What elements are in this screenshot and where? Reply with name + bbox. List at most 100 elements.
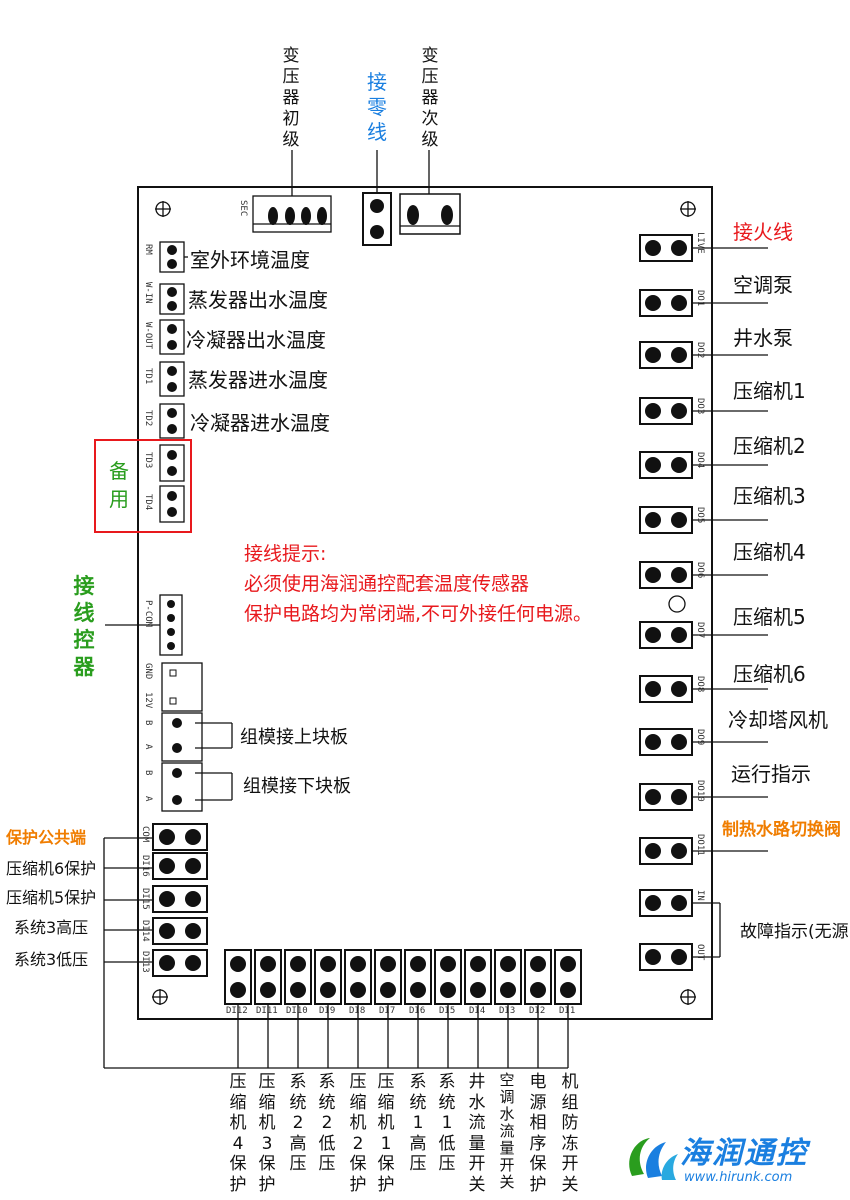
bottom-pin-di4: DI4 (469, 1006, 486, 1016)
fault-indicator-label: 故障指示(无源) (740, 922, 850, 942)
output-label-live: 接火线 (733, 220, 793, 244)
output-label-comp4: 压缩机4 (733, 540, 806, 564)
bottom-label-di11: 压 缩 机 3 保 护 (258, 1072, 276, 1195)
sensor-pin-rm: RM (143, 244, 153, 255)
output-pin-do6: DO6 (695, 562, 705, 579)
transformer-primary-label: 变 压 器 初 级 (282, 46, 300, 150)
module-pin-gnd: GND (143, 663, 153, 680)
output-pin-do7: DO7 (695, 622, 705, 639)
wiring-tip-sensor: 必须使用海润通控配套温度传感器 (244, 573, 530, 595)
protect-label-comp5: 压缩机5保护 (6, 888, 97, 907)
bottom-pin-di12: DI12 (226, 1006, 248, 1016)
sensor-label-cond-out-temp: 冷凝器出水温度 (186, 328, 326, 352)
bottom-label-di2: 电 源 相 序 保 护 (529, 1072, 547, 1195)
bottom-pin-di8: DI8 (349, 1006, 366, 1016)
module-pin-a-lower: A (143, 796, 153, 802)
protect-pin-di14: DI14 (140, 920, 150, 942)
bottom-label-di12: 压 缩 机 4 保 护 (229, 1072, 247, 1195)
sec-pin-label: SEC (238, 200, 248, 217)
bottom-pin-di10: DI10 (286, 1006, 308, 1016)
bottom-label-di8: 压 缩 机 2 保 护 (349, 1072, 367, 1195)
bottom-pin-di9: DI9 (319, 1006, 336, 1016)
sensor-label-evap-out-temp: 蒸发器出水温度 (188, 288, 328, 312)
output-pin-do9: DO9 (695, 729, 705, 746)
output-label-comp1: 压缩机1 (733, 379, 806, 403)
sensor-pin-td1: TD1 (143, 368, 153, 385)
output-pin-do8: DO8 (695, 676, 705, 693)
module-pin-b-lower: B (143, 770, 153, 776)
module-pin-a-upper: A (143, 744, 153, 750)
output-label-comp2: 压缩机2 (733, 434, 806, 458)
sensor-label-outdoor-temp: 室外环境温度 (190, 248, 310, 272)
sensor-pin-w-in: W-IN (143, 282, 153, 304)
bottom-pin-di6: DI6 (409, 1006, 426, 1016)
bottom-pin-di3: DI3 (499, 1006, 516, 1016)
sensor-label-evap-in-temp: 蒸发器进水温度 (188, 368, 328, 392)
bottom-label-di7: 压 缩 机 1 保 护 (377, 1072, 395, 1195)
output-pin-do1: DO1 (695, 290, 705, 307)
bottom-pin-di2: DI2 (529, 1006, 546, 1016)
sensor-pin-w-out: W-OUT (143, 322, 153, 350)
fault-pin-in: IN (695, 890, 705, 901)
bottom-label-di10: 系 统 2 高 压 (289, 1072, 307, 1174)
bottom-label-di1: 机 组 防 冻 开 关 (561, 1072, 579, 1195)
output-pin-do4: DO4 (695, 452, 705, 469)
module-label-lower: 组模接下块板 (243, 776, 351, 797)
bottom-label-di9: 系 统 2 低 压 (318, 1072, 336, 1174)
protect-label-sys3-low: 系统3低压 (14, 950, 89, 969)
bottom-pin-di5: DI5 (439, 1006, 456, 1016)
output-pin-do11: DO11 (695, 834, 705, 856)
spare-box (94, 439, 192, 533)
output-label-run-indicator: 运行指示 (731, 762, 811, 786)
neutral-wire-label: 接 零 线 (367, 70, 387, 144)
bottom-label-di4: 井 水 流 量 开 关 (468, 1072, 486, 1195)
p-com-pin: P-COM (143, 600, 153, 628)
protect-pin-di16: DI16 (140, 855, 150, 877)
bottom-label-di6: 系 统 1 高 压 (409, 1072, 427, 1174)
protect-label-common: 保护公共端 (6, 828, 87, 847)
bottom-pin-di1: DI1 (559, 1006, 576, 1016)
output-label-comp5: 压缩机5 (733, 605, 806, 629)
output-label-well-pump: 井水泵 (733, 326, 793, 350)
sensor-pin-td3: TD3 (143, 452, 153, 469)
wiring-tip-title: 接线提示: (244, 543, 327, 565)
sensor-label-cond-in-temp: 冷凝器进水温度 (190, 411, 330, 435)
spare-label: 备 用 (109, 459, 129, 511)
protect-pin-di13: DI13 (140, 951, 150, 973)
output-pin-do5: DO5 (695, 507, 705, 524)
bottom-pin-di11: DI11 (256, 1006, 278, 1016)
logo-mark-icon (629, 1138, 678, 1180)
output-pin-do2: DO2 (695, 342, 705, 359)
logo-url: www.hirunk.com (684, 1170, 793, 1185)
output-pin-live: LIVE (695, 232, 705, 254)
protect-pin-di15: DI15 (140, 888, 150, 910)
controller-board (137, 186, 713, 1020)
bottom-label-di5: 系 统 1 低 压 (438, 1072, 456, 1174)
protect-label-sys3-high: 系统3高压 (14, 918, 89, 937)
output-pin-do3: DO3 (695, 398, 705, 415)
sensor-pin-td2: TD2 (143, 410, 153, 427)
protect-pin-com: COM (140, 826, 150, 843)
output-label-ac-pump: 空调泵 (733, 273, 793, 297)
module-pin-12v: 12V (143, 692, 153, 709)
output-label-heating-valve: 制热水路切换阀 (722, 820, 841, 840)
wired-controller-label: 接 线 控 器 (73, 574, 95, 679)
output-label-cooling-fan: 冷却塔风机 (728, 708, 828, 732)
transformer-secondary-label: 变 压 器 次 级 (421, 46, 439, 150)
output-label-comp3: 压缩机3 (733, 484, 806, 508)
output-label-comp6: 压缩机6 (733, 662, 806, 686)
output-pin-do10: DO10 (695, 780, 705, 802)
logo-name: 海润通控 (680, 1136, 808, 1171)
bottom-pin-di7: DI7 (379, 1006, 396, 1016)
protect-label-comp6: 压缩机6保护 (6, 859, 97, 878)
fault-pin-out: OUT (695, 944, 705, 961)
sensor-pin-td4: TD4 (143, 494, 153, 511)
mount-hole-middle-right (668, 595, 686, 613)
module-pin-b-upper: B (143, 720, 153, 726)
module-label-upper: 组模接上块板 (240, 727, 348, 748)
wiring-tip-protect: 保护电路均为常闭端,不可外接任何电源。 (244, 603, 593, 625)
bottom-label-di3: 空 调 水 流 量 开 关 (499, 1071, 515, 1191)
transformer-secondary-connector (399, 193, 461, 235)
company-logo: 海润通控 www.hirunk.com (622, 1128, 832, 1190)
